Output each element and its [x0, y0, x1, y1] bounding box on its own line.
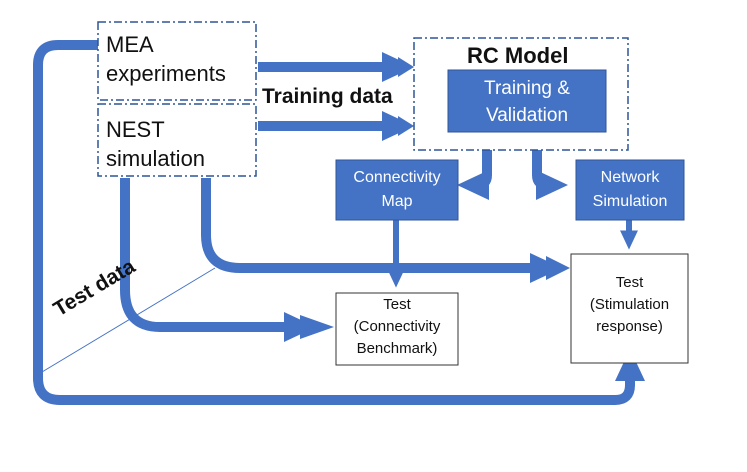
test-stimulation-line2: (Stimulation [589, 296, 670, 313]
nest-label-line1: NEST [106, 117, 165, 142]
network-label: Network [600, 169, 660, 186]
test-stimulation-line1: Test [615, 274, 644, 291]
mea-label-line1: MEA [106, 32, 154, 57]
network-simulation-box [575, 159, 685, 221]
test-stimulation-line3: response) [596, 318, 663, 335]
mea-experiments-text: MEA experiments [106, 30, 226, 88]
connectivity-map-box [335, 159, 459, 221]
test-connectivity-line2: (Connectivity [353, 318, 441, 335]
arrowhead-mea-rc [398, 57, 414, 77]
test-connectivity-line3: Benchmark) [356, 340, 438, 357]
connectivity-map-text: Connectivity Map [336, 166, 458, 214]
training-label: Training & [484, 78, 570, 99]
test-stimulation-text: Test (Stimulation response) [571, 272, 688, 338]
arrowhead-test-connectivity [300, 315, 334, 339]
nest-to-test-stimulation-arrow [201, 178, 562, 283]
test-connectivity-box [335, 292, 459, 366]
connectivity-label: Connectivity [353, 169, 441, 186]
training-validation-text: Training & Validation [448, 75, 606, 129]
mea-experiments-box [97, 21, 257, 101]
map-label: Map [381, 193, 413, 210]
nest-simulation-box [97, 103, 257, 177]
training-validation-box [447, 69, 607, 133]
nest-label-line2: simulation [106, 146, 206, 171]
validation-label: Validation [485, 105, 569, 126]
training-data-label: Training data [262, 85, 393, 108]
simulation-label: Simulation [592, 193, 668, 210]
rc-model-title: RC Model [467, 43, 569, 68]
test-connectivity-text: Test (Connectivity Benchmark) [336, 294, 458, 360]
rc-to-network-arrow [532, 150, 568, 200]
arrowhead-nest-rc [398, 116, 414, 136]
test-data-diagonal-line [41, 267, 216, 373]
test-connectivity-line1: Test [383, 296, 411, 313]
test-stimulation-box [570, 253, 689, 364]
nest-simulation-text: NEST simulation [106, 115, 205, 173]
mea-label-line2: experiments [106, 61, 226, 86]
network-simulation-text: Network Simulation [576, 166, 684, 214]
nest-to-test-connectivity-arrow [120, 178, 316, 342]
rc-to-connectivity-arrow [457, 150, 492, 200]
feedback-loop-arrow [33, 40, 645, 405]
arrowhead-test-stimulation [546, 256, 570, 280]
